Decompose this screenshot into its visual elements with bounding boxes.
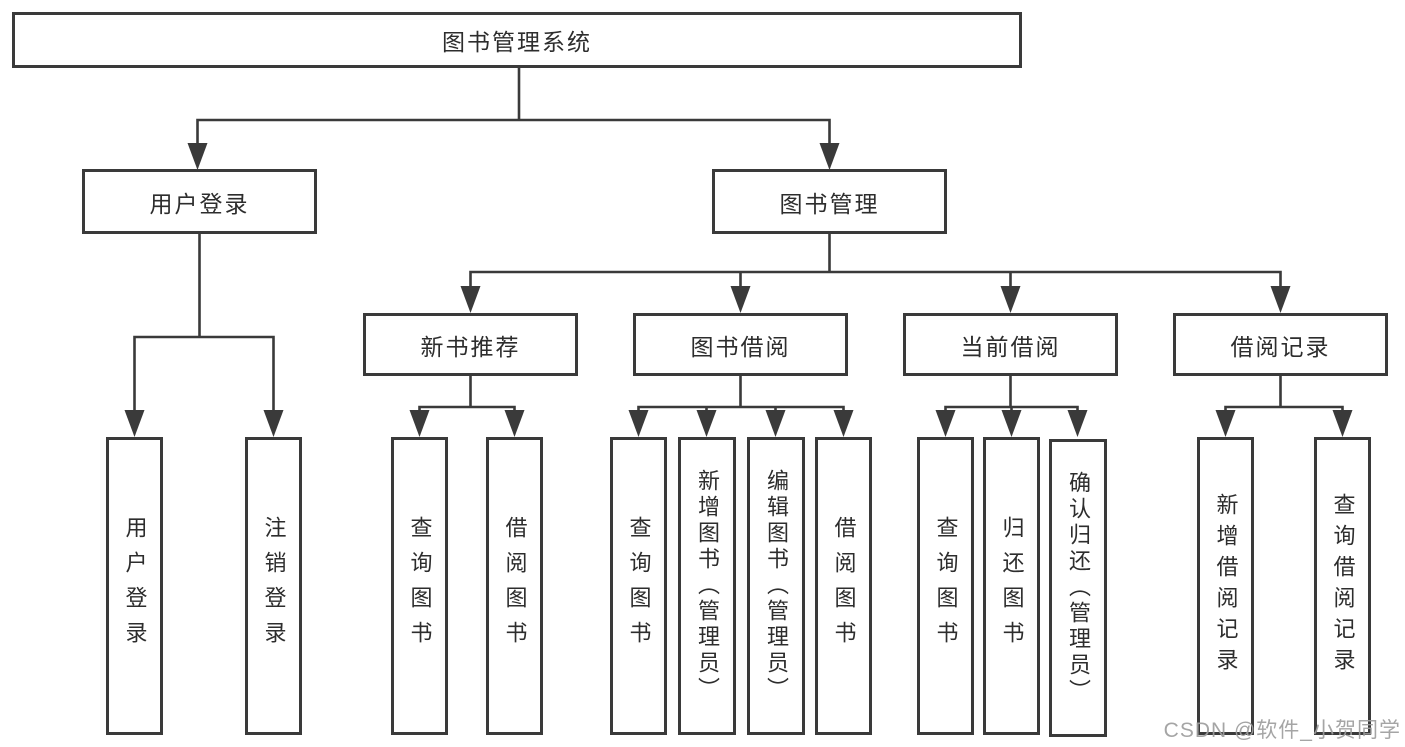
arrowhead-icon — [1215, 410, 1236, 437]
leaf-label: 查询借阅记录 — [1330, 493, 1356, 679]
node-borrow-records: 借阅记录 — [1173, 313, 1388, 376]
node-book-management: 图书管理 — [712, 169, 947, 234]
leaf-label: 查询图书 — [933, 516, 959, 656]
arrowhead-icon — [460, 286, 481, 313]
arrowhead-icon — [1067, 410, 1088, 437]
arrowhead-icon — [124, 410, 145, 437]
leaf-logout: 注销登录 — [245, 437, 302, 735]
leaf-confirm-return-admin: 确认归还（管理员） — [1049, 439, 1107, 737]
node-label: 用户登录 — [149, 190, 250, 217]
leaf-label: 注销登录 — [261, 516, 287, 656]
connector-current-borrow-to-leaves — [944, 376, 1079, 415]
node-label: 借阅记录 — [1230, 333, 1331, 360]
csdn-watermark: CSDN @软件_小贺同学 — [1163, 719, 1401, 742]
node-label: 新书推荐 — [420, 333, 521, 360]
arrowhead-icon — [628, 410, 649, 437]
arrowhead-icon — [1332, 410, 1353, 437]
arrowhead-icon — [730, 286, 751, 313]
node-book-borrow: 图书借阅 — [633, 313, 848, 376]
leaf-user-login: 用户登录 — [106, 437, 163, 735]
connector-root-to-level2 — [196, 68, 831, 148]
leaf-query-book: 查询图书 — [610, 437, 667, 735]
node-label: 图书管理系统 — [442, 29, 592, 55]
leaf-borrow-book: 借阅图书 — [486, 437, 543, 735]
leaf-label: 新增借阅记录 — [1213, 493, 1239, 679]
arrowhead-icon — [1001, 410, 1022, 437]
connector-borrow-records-to-leaves — [1224, 376, 1344, 415]
leaf-add-borrow-record: 新增借阅记录 — [1197, 437, 1254, 735]
leaf-borrow-book: 借阅图书 — [815, 437, 872, 735]
leaf-label: 编辑图书（管理员） — [764, 469, 789, 703]
arrowhead-icon — [1270, 286, 1291, 313]
node-label: 图书借阅 — [690, 333, 791, 360]
leaf-edit-book-admin: 编辑图书（管理员） — [747, 437, 805, 735]
leaf-label: 归还图书 — [999, 516, 1025, 656]
arrowhead-icon — [833, 410, 854, 437]
arrowhead-icon — [819, 143, 840, 170]
leaf-label: 查询图书 — [626, 516, 652, 656]
node-current-borrow: 当前借阅 — [903, 313, 1118, 376]
arrowhead-icon — [187, 143, 208, 170]
node-user-login: 用户登录 — [82, 169, 317, 234]
leaf-label: 查询图书 — [407, 516, 433, 656]
arrowhead-icon — [409, 410, 430, 437]
leaf-query-borrow-record: 查询借阅记录 — [1314, 437, 1371, 735]
leaf-label: 借阅图书 — [831, 516, 857, 656]
connector-user-login-to-leaves — [133, 234, 275, 415]
leaf-return-book: 归还图书 — [983, 437, 1040, 735]
connector-new-book-to-leaves — [418, 376, 516, 415]
arrowhead-icon — [504, 410, 525, 437]
arrowhead-icon — [263, 410, 284, 437]
connector-book-borrow-to-leaves — [637, 376, 845, 415]
connector-book-management-to-level3 — [469, 234, 1282, 291]
node-library-management-system: 图书管理系统 — [12, 12, 1022, 68]
arrowhead-icon — [765, 410, 786, 437]
node-label: 当前借阅 — [960, 333, 1061, 360]
arrowhead-icon — [1000, 286, 1021, 313]
leaf-label: 用户登录 — [122, 516, 148, 656]
arrowhead-icon — [696, 410, 717, 437]
node-label: 图书管理 — [779, 190, 880, 217]
node-new-book-recommend: 新书推荐 — [363, 313, 578, 376]
leaf-query-book: 查询图书 — [917, 437, 974, 735]
arrowhead-icon — [935, 410, 956, 437]
leaf-label: 借阅图书 — [502, 516, 528, 656]
leaf-query-book: 查询图书 — [391, 437, 448, 735]
leaf-label: 新增图书（管理员） — [695, 469, 720, 703]
leaf-add-book-admin: 新增图书（管理员） — [678, 437, 736, 735]
leaf-label: 确认归还（管理员） — [1066, 471, 1091, 705]
